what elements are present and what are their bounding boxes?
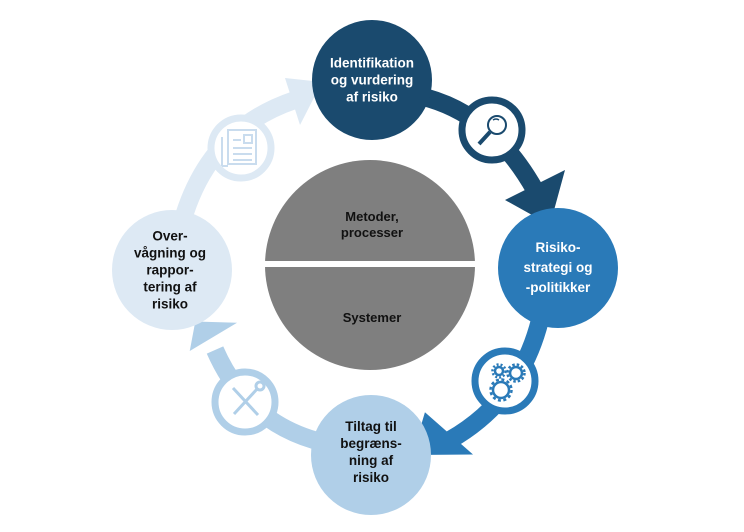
center-bottom-label: Systemer	[342, 310, 402, 325]
arrowhead-mitigation-to-monitoring	[189, 321, 238, 351]
stage-mitigation-label: Tiltag til begræns- ning af risiko	[340, 419, 402, 485]
stage-strategy	[498, 208, 618, 328]
center-top-label: Metoder, processer	[340, 209, 404, 240]
arrow-identification-to-strategy	[413, 86, 565, 225]
center-circle	[265, 160, 475, 370]
magnifier-icon	[477, 115, 507, 146]
gears-icon	[489, 363, 526, 402]
arrow-monitoring-to-identification	[171, 78, 322, 233]
connector-identification	[458, 96, 526, 164]
tools-icon	[231, 380, 266, 417]
document-icon	[221, 129, 257, 167]
stage-monitoring-label: Over- vågning og rappor- tering af risik…	[134, 228, 206, 312]
stage-identification-label: Identifikation og vurdering af risiko	[330, 55, 414, 105]
stage-identification	[312, 20, 432, 140]
stage-mitigation	[311, 395, 431, 515]
arrowhead-monitoring-to-identification	[285, 78, 322, 125]
stage-strategy-label: Risiko- strategi og -politikker	[523, 240, 593, 295]
stage-monitoring	[112, 210, 232, 330]
center-top-half	[265, 160, 475, 261]
connector-strategy	[471, 347, 539, 415]
